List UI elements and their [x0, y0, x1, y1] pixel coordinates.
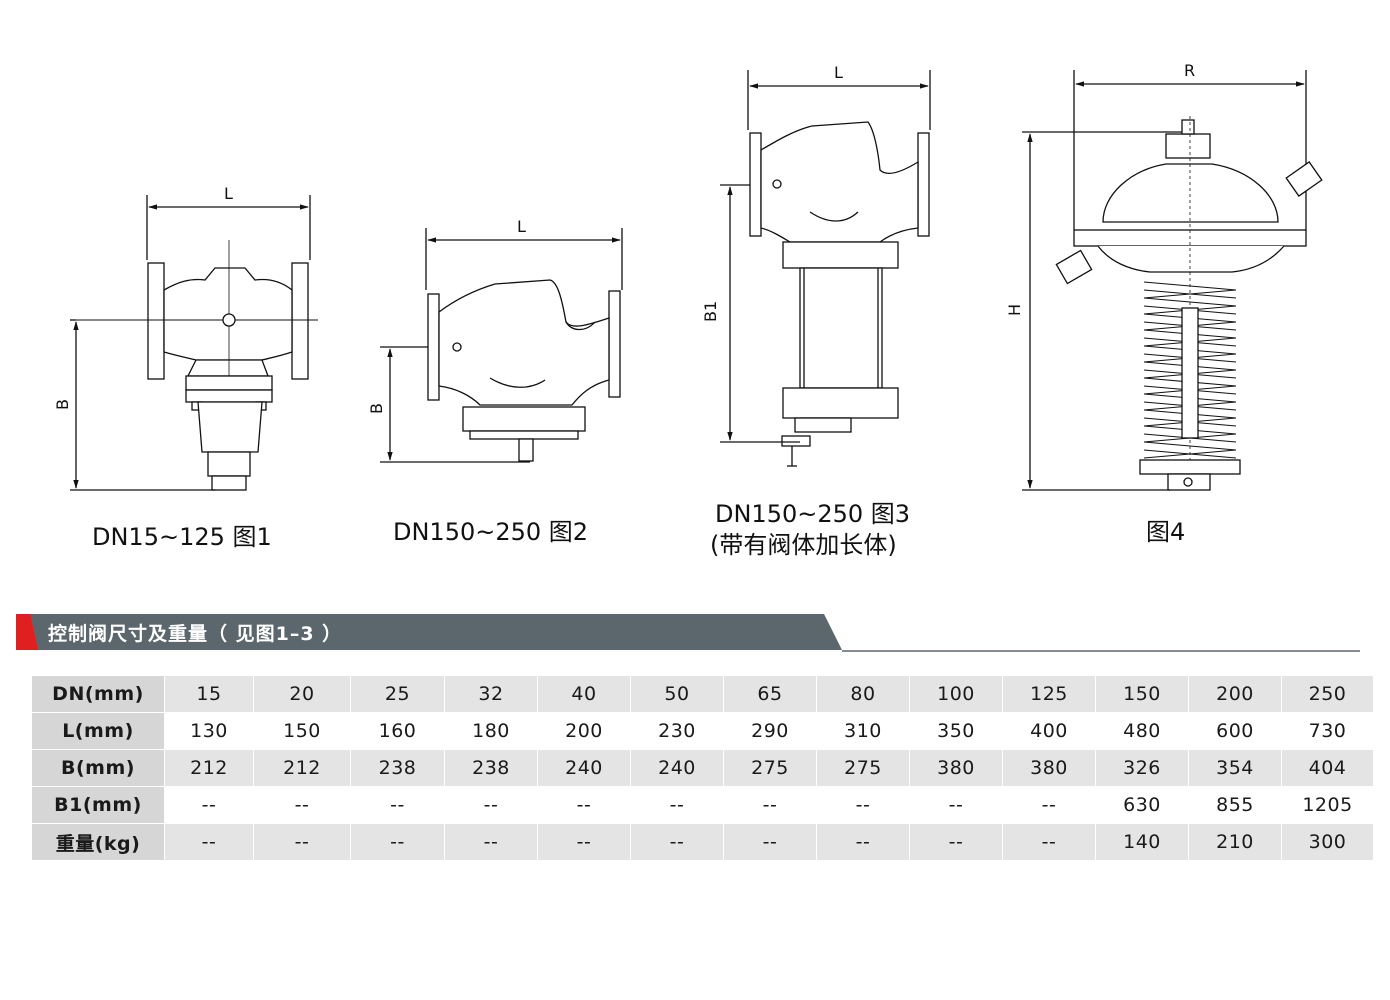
table-cell: 240	[630, 749, 724, 787]
figure-3-drawing	[720, 70, 931, 467]
table-cell: 630	[1095, 786, 1189, 824]
fig3-dim-l: L	[834, 63, 843, 82]
table-cell: 400	[1002, 712, 1096, 750]
fig4-dim-r: R	[1184, 61, 1195, 80]
table-cell: 20	[253, 675, 351, 713]
table-cell: 180	[444, 712, 538, 750]
table-cell: 240	[537, 749, 631, 787]
table-cell: --	[816, 786, 910, 824]
table-cell: 290	[723, 712, 817, 750]
table-cell: 238	[444, 749, 538, 787]
table-cell: --	[816, 823, 910, 861]
figure-2-drawing	[380, 228, 623, 463]
table-cell: --	[253, 823, 351, 861]
table-cell: 310	[816, 712, 910, 750]
table-cell: 350	[909, 712, 1003, 750]
row-label: L(mm)	[31, 712, 165, 750]
fig4-dim-h: H	[1005, 304, 1024, 316]
banner-bar	[16, 614, 842, 650]
table-cell: --	[444, 823, 538, 861]
table-cell: --	[350, 786, 445, 824]
row-label: 重量(kg)	[31, 823, 165, 861]
table-cell: 150	[253, 712, 351, 750]
table-cell: --	[723, 786, 817, 824]
table-cell: --	[537, 823, 631, 861]
table-cell: --	[164, 823, 254, 861]
figure-4-caption: 图4	[1146, 518, 1186, 546]
table-cell: --	[1002, 786, 1096, 824]
row-label: B(mm)	[31, 749, 165, 787]
table-cell: 326	[1095, 749, 1189, 787]
table-cell: --	[723, 823, 817, 861]
table-cell: 160	[350, 712, 445, 750]
table-cell: 275	[723, 749, 817, 787]
fig2-dim-b: B	[367, 403, 386, 414]
table-cell: 238	[350, 749, 445, 787]
fig3-dim-b1: B1	[701, 301, 720, 322]
table-cell: 150	[1095, 675, 1189, 713]
table-cell: --	[444, 786, 538, 824]
figure-3-caption-line2: (带有阀体加长体)	[710, 531, 897, 559]
table-cell: 100	[909, 675, 1003, 713]
table-cell: 380	[909, 749, 1003, 787]
table-cell: 855	[1188, 786, 1282, 824]
table-cell: 300	[1281, 823, 1374, 861]
fig1-dim-b: B	[53, 399, 72, 410]
table-cell: 80	[816, 675, 910, 713]
table-cell: 200	[537, 712, 631, 750]
table-cell: 354	[1188, 749, 1282, 787]
table-cell: --	[909, 823, 1003, 861]
figure-1-caption: DN15~125 图1	[92, 523, 272, 551]
figure-1-drawing	[70, 195, 318, 491]
table-cell: 250	[1281, 675, 1374, 713]
table-cell: 404	[1281, 749, 1374, 787]
table-cell: 50	[630, 675, 724, 713]
table-cell: 15	[164, 675, 254, 713]
section-banner	[16, 614, 1360, 652]
table-cell: --	[630, 786, 724, 824]
table-cell: --	[164, 786, 254, 824]
table-cell: 480	[1095, 712, 1189, 750]
table-cell: 275	[816, 749, 910, 787]
table-cell: 65	[723, 675, 817, 713]
table-cell: 25	[350, 675, 445, 713]
fig1-dim-l: L	[224, 184, 233, 203]
table-cell: --	[630, 823, 724, 861]
table-cell: --	[909, 786, 1003, 824]
table-cell: --	[350, 823, 445, 861]
table-cell: 212	[253, 749, 351, 787]
figure-2-caption: DN150~250 图2	[393, 518, 589, 546]
table-cell: --	[537, 786, 631, 824]
banner-accent	[16, 614, 38, 650]
row-label: DN(mm)	[31, 675, 165, 713]
figure-3-caption-line1: DN150~250 图3	[715, 500, 911, 528]
table-cell: 230	[630, 712, 724, 750]
table-cell: 200	[1188, 675, 1282, 713]
table-cell: --	[253, 786, 351, 824]
table-cell: 130	[164, 712, 254, 750]
table-cell: 32	[444, 675, 538, 713]
fig2-dim-l: L	[517, 217, 526, 236]
table-cell: 380	[1002, 749, 1096, 787]
table-cell: 1205	[1281, 786, 1374, 824]
section-title: 控制阀尺寸及重量（ 见图1–3 ）	[48, 623, 343, 645]
table-cell: 140	[1095, 823, 1189, 861]
table-cell: 125	[1002, 675, 1096, 713]
row-label: B1(mm)	[31, 786, 165, 824]
table-cell: 212	[164, 749, 254, 787]
table-cell: 40	[537, 675, 631, 713]
table-cell: 600	[1188, 712, 1282, 750]
table-cell: --	[1002, 823, 1096, 861]
table-cell: 210	[1188, 823, 1282, 861]
table-cell: 730	[1281, 712, 1374, 750]
figure-4-drawing	[1022, 70, 1323, 491]
valve-drawings: L B L B L B1 R H	[53, 61, 1323, 491]
